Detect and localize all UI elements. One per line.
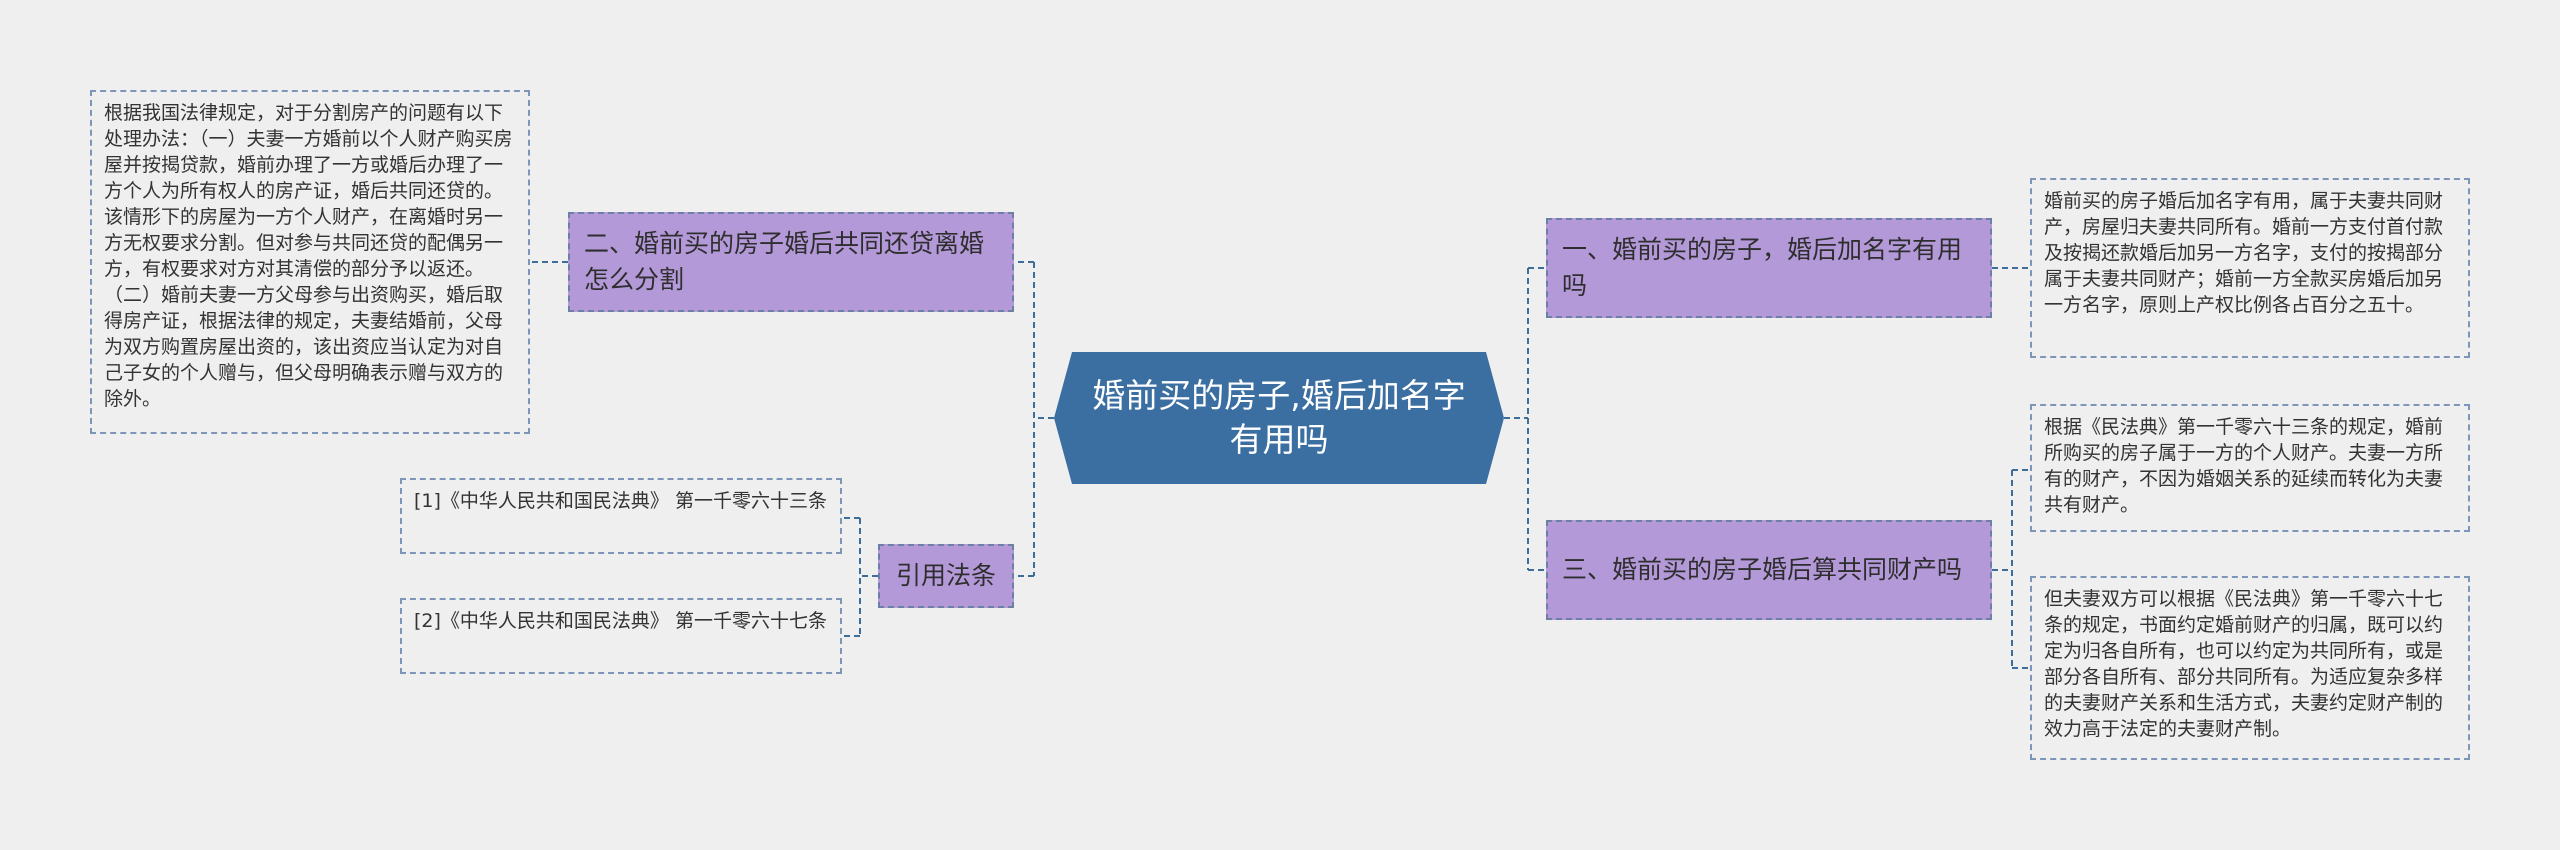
connector-t3-leaves	[1992, 469, 2030, 669]
root-topic[interactable]: 婚前买的房子,婚后加名字有用吗	[1054, 352, 1504, 484]
topic-3[interactable]: 三、婚前买的房子婚后算共同财产吗	[1546, 520, 1992, 620]
topic-3-label: 三、婚前买的房子婚后算共同财产吗	[1562, 555, 1963, 584]
leaf-2[interactable]: 根据我国法律规定，对于分割房产的问题有以下处理办法：（一）夫妻一方婚前以个人财产…	[90, 90, 530, 434]
leaf-1[interactable]: 婚前买的房子婚后加名字有用，属于夫妻共同财产，房屋归夫妻共同所有。婚前一方支付首…	[2030, 178, 2470, 358]
leaf-6-text: [2]《中华人民共和国民法典》 第一千零六十七条	[414, 610, 827, 632]
connector-root-right	[1504, 268, 1529, 570]
leaf-3[interactable]: 根据《民法典》第一千零六十三条的规定，婚前所购买的房子属于一方的个人财产。夫妻一…	[2030, 404, 2470, 532]
leaf-4-text: 但夫妻双方可以根据《民法典》第一千零六十七条的规定，书面约定婚前财产的归属，既可…	[2044, 588, 2444, 740]
leaf-6[interactable]: [2]《中华人民共和国民法典》 第一千零六十七条	[400, 598, 842, 674]
topic-2-label: 二、婚前买的房子婚后共同还贷离婚怎么分割	[584, 229, 985, 294]
topic-2[interactable]: 二、婚前买的房子婚后共同还贷离婚怎么分割	[568, 212, 1014, 312]
leaf-5-text: [1]《中华人民共和国民法典》 第一千零六十三条	[414, 490, 827, 512]
leaf-4[interactable]: 但夫妻双方可以根据《民法典》第一千零六十七条的规定，书面约定婚前财产的归属，既可…	[2030, 576, 2470, 760]
leaf-5[interactable]: [1]《中华人民共和国民法典》 第一千零六十三条	[400, 478, 842, 554]
root-title: 婚前买的房子,婚后加名字有用吗	[1092, 376, 1466, 459]
topic-4-label: 引用法条	[895, 561, 996, 590]
topic-4[interactable]: 引用法条	[878, 544, 1014, 608]
topic-1[interactable]: 一、婚前买的房子，婚后加名字有用吗	[1546, 218, 1992, 318]
connector-root-left	[1033, 262, 1054, 576]
leaf-2-text: 根据我国法律规定，对于分割房产的问题有以下处理办法：（一）夫妻一方婚前以个人财产…	[104, 102, 513, 410]
connector-t4-leaves	[842, 517, 878, 637]
leaf-1-text: 婚前买的房子婚后加名字有用，属于夫妻共同财产，房屋归夫妻共同所有。婚前一方支付首…	[2044, 190, 2444, 316]
leaf-3-text: 根据《民法典》第一千零六十三条的规定，婚前所购买的房子属于一方的个人财产。夫妻一…	[2044, 416, 2444, 516]
topic-1-label: 一、婚前买的房子，婚后加名字有用吗	[1562, 235, 1963, 300]
